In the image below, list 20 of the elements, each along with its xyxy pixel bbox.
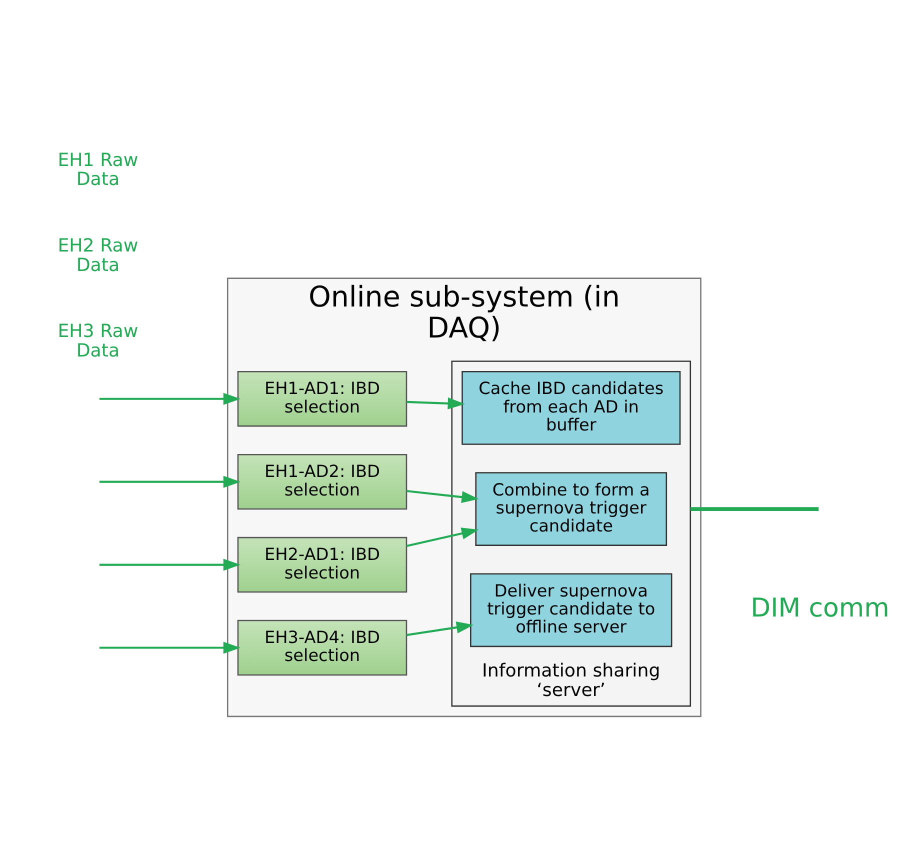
node-box: Cache IBD candidates from each AD in buffer	[462, 370, 681, 444]
label: EH3 Raw Data	[58, 320, 138, 361]
arrow	[406, 489, 479, 503]
node-box: EH3-AD4: IBD selection	[237, 619, 408, 676]
node-box: EH1-AD1: IBD selection	[237, 370, 408, 426]
node-box: EH2-AD1: IBD selection	[237, 536, 408, 592]
node-box: EH1-AD2: IBD selection	[237, 453, 408, 510]
label: DIM comm	[750, 593, 890, 624]
label: EH1 Raw Data	[58, 149, 138, 190]
arrow	[406, 396, 465, 409]
node-box: Deliver supernova trigger candidate to offline server	[470, 572, 672, 647]
arrow	[99, 558, 241, 570]
arrow	[406, 620, 474, 636]
connector	[690, 506, 819, 510]
arrow	[99, 392, 241, 404]
arrow	[406, 527, 479, 546]
arrow	[99, 641, 241, 654]
label: EH2 Raw Data	[58, 234, 138, 276]
node-box: Combine to form a supernova trigger candidate	[475, 472, 668, 546]
arrow	[99, 475, 241, 488]
